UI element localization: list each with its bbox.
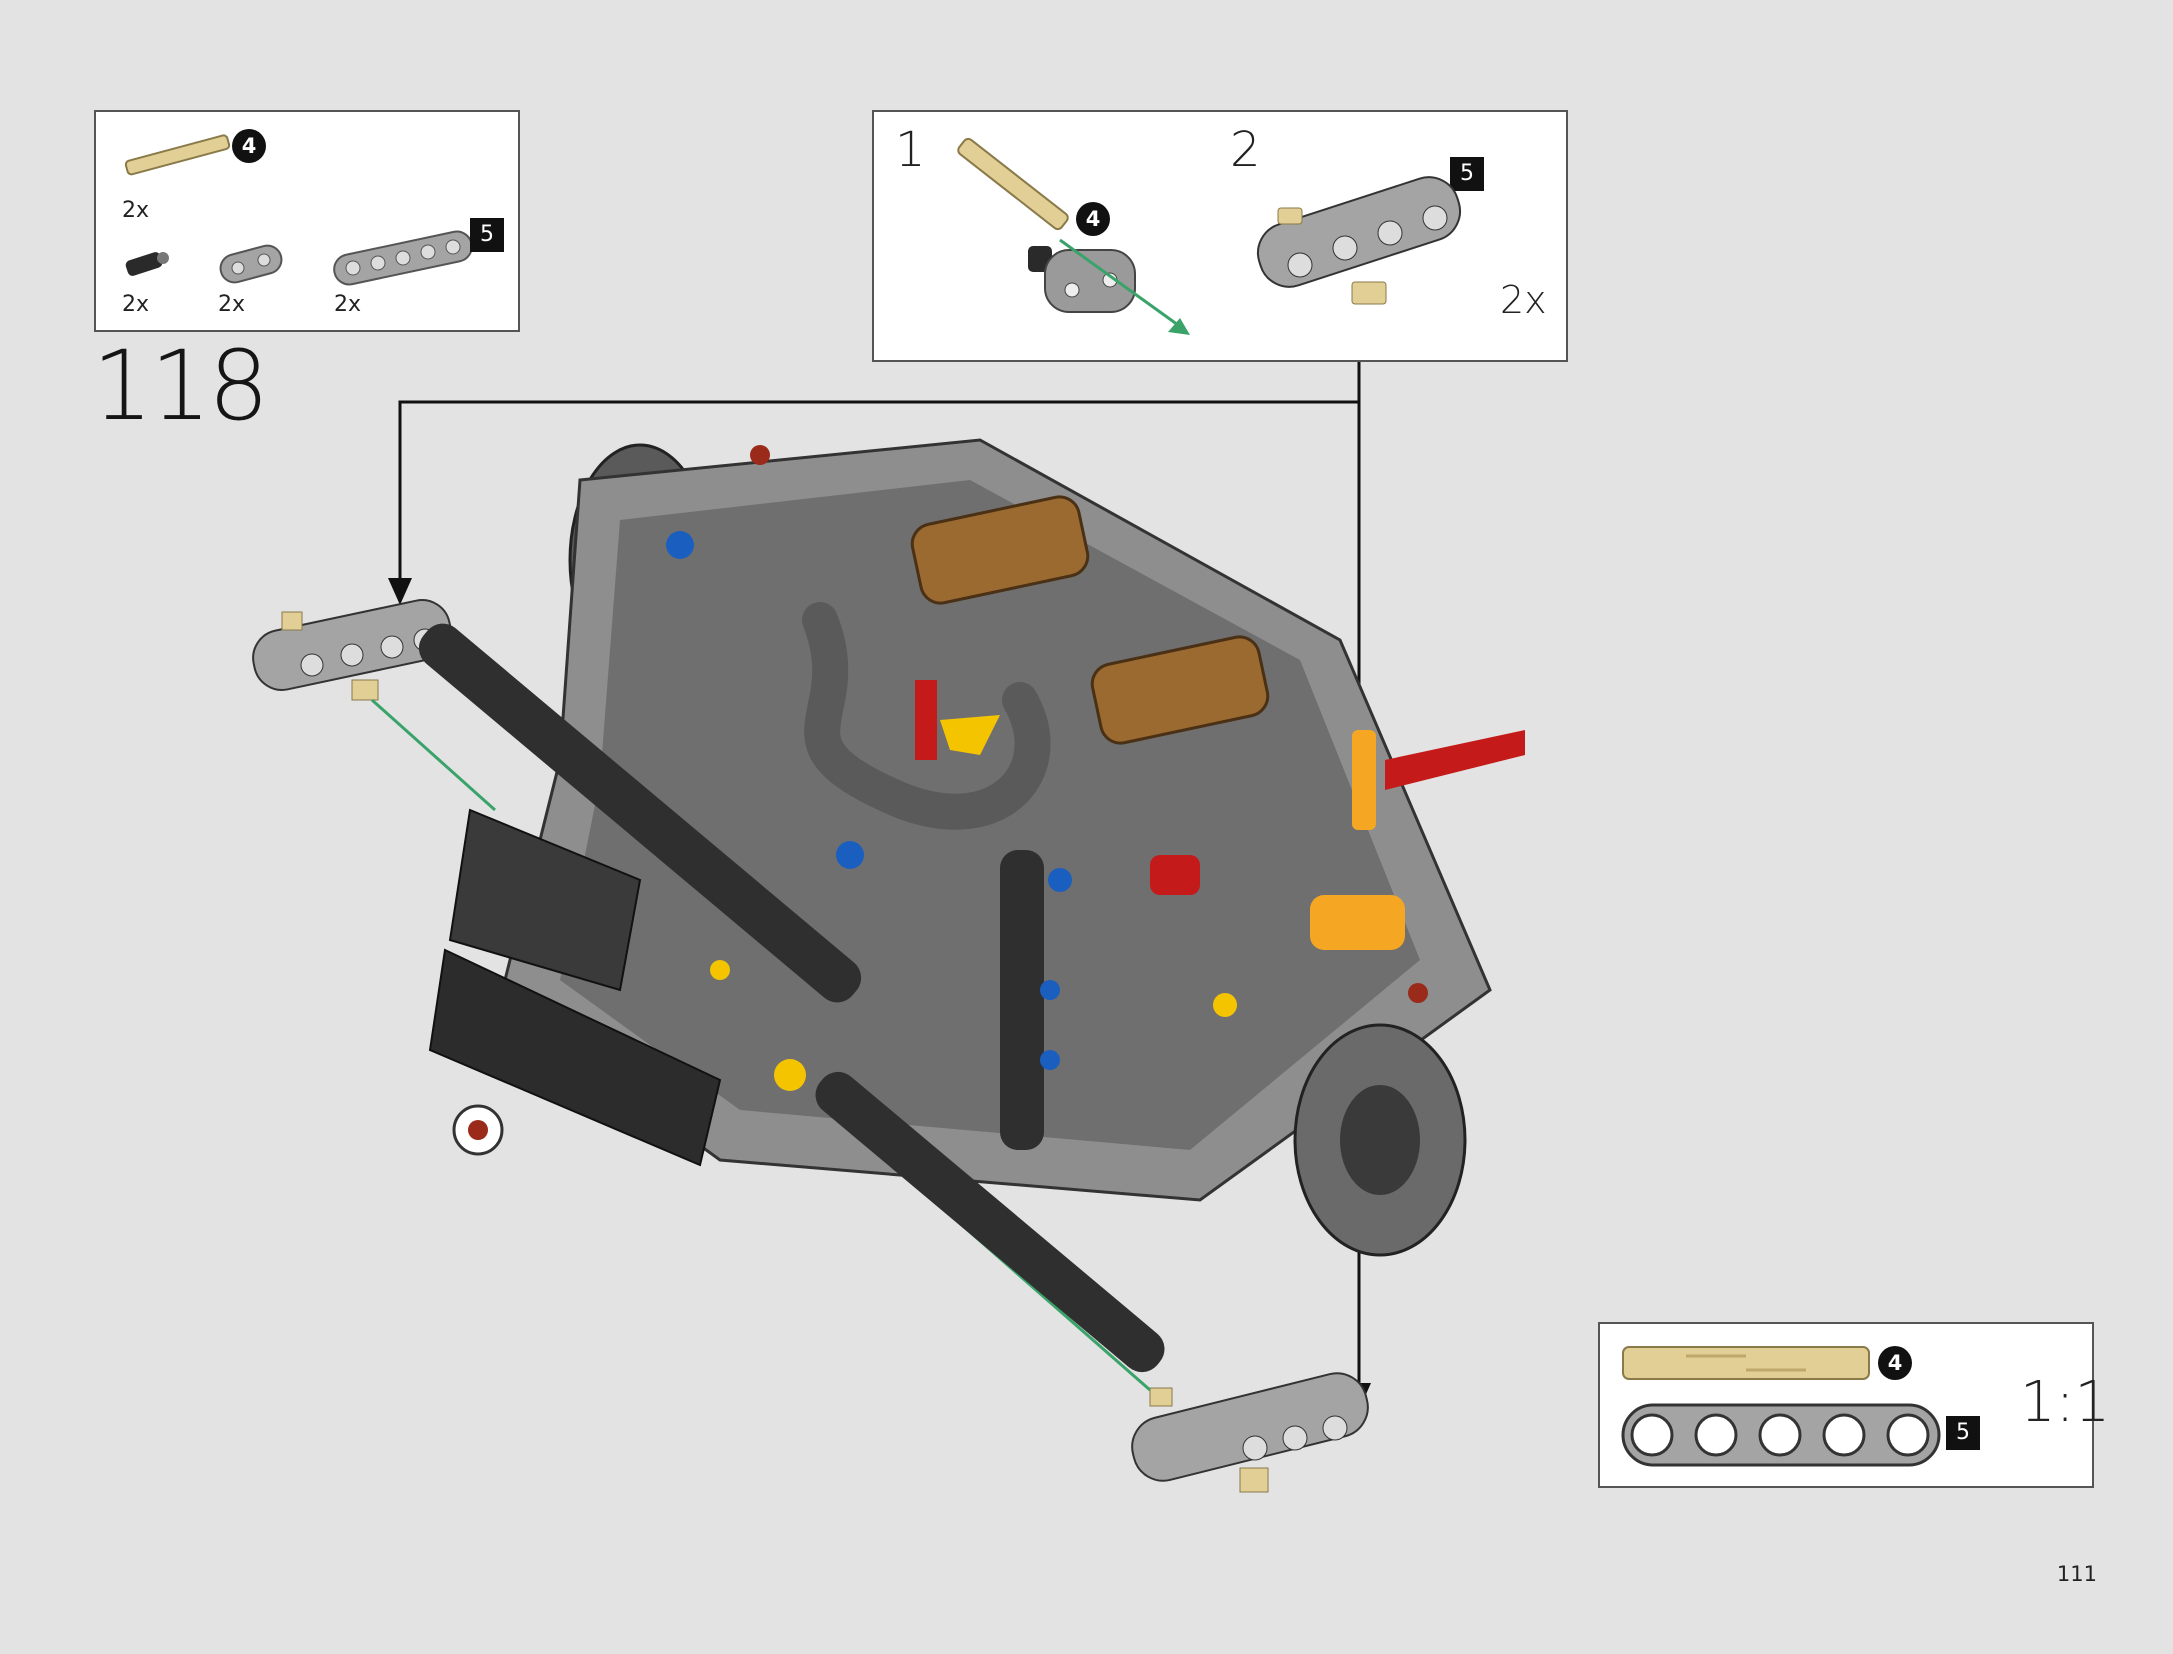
substep-2-illustration [1257, 176, 1461, 305]
axle-quantity: 2x [122, 198, 150, 223]
beam-5-length-badge: 5 [470, 218, 504, 252]
parts-list-box [94, 110, 520, 332]
scale-beam-image [1621, 1403, 1941, 1467]
substep-2-multiplier: 2x [1500, 278, 1547, 322]
scale-axle-image [1622, 1346, 1870, 1380]
substep-2-beam-badge: 5 [1450, 157, 1484, 191]
beam-5-quantity: 2x [334, 292, 362, 317]
axle-length-badge: 4 [232, 129, 266, 163]
left-down-arrowhead [388, 578, 412, 605]
right-attaching-beam [1131, 1372, 1369, 1493]
substep-1-axle-badge: 4 [1076, 202, 1110, 236]
chassis-assembly [418, 438, 1525, 1373]
page-number: 111 [2056, 1562, 2097, 1586]
scale-ratio-label: 1:1 [2020, 1370, 2111, 1435]
beam-2-quantity: 2x [218, 292, 246, 317]
axle-pin-quantity: 2x [122, 292, 150, 317]
axle-part-image [124, 134, 231, 176]
step-number: 118 [92, 330, 269, 442]
substep-2-label: 2 [1230, 122, 1261, 178]
beam-5-part-image [333, 230, 473, 286]
substep-1-illustration [957, 137, 1190, 335]
beam-2-part-image [219, 244, 283, 284]
axle-pin-part-image [125, 252, 169, 276]
scale-beam-badge: 5 [1946, 1416, 1980, 1450]
substep-1-label: 1 [895, 122, 926, 178]
left-attaching-beam [252, 599, 452, 701]
scale-axle-badge: 4 [1878, 1346, 1912, 1380]
left-guide-line [371, 698, 496, 812]
